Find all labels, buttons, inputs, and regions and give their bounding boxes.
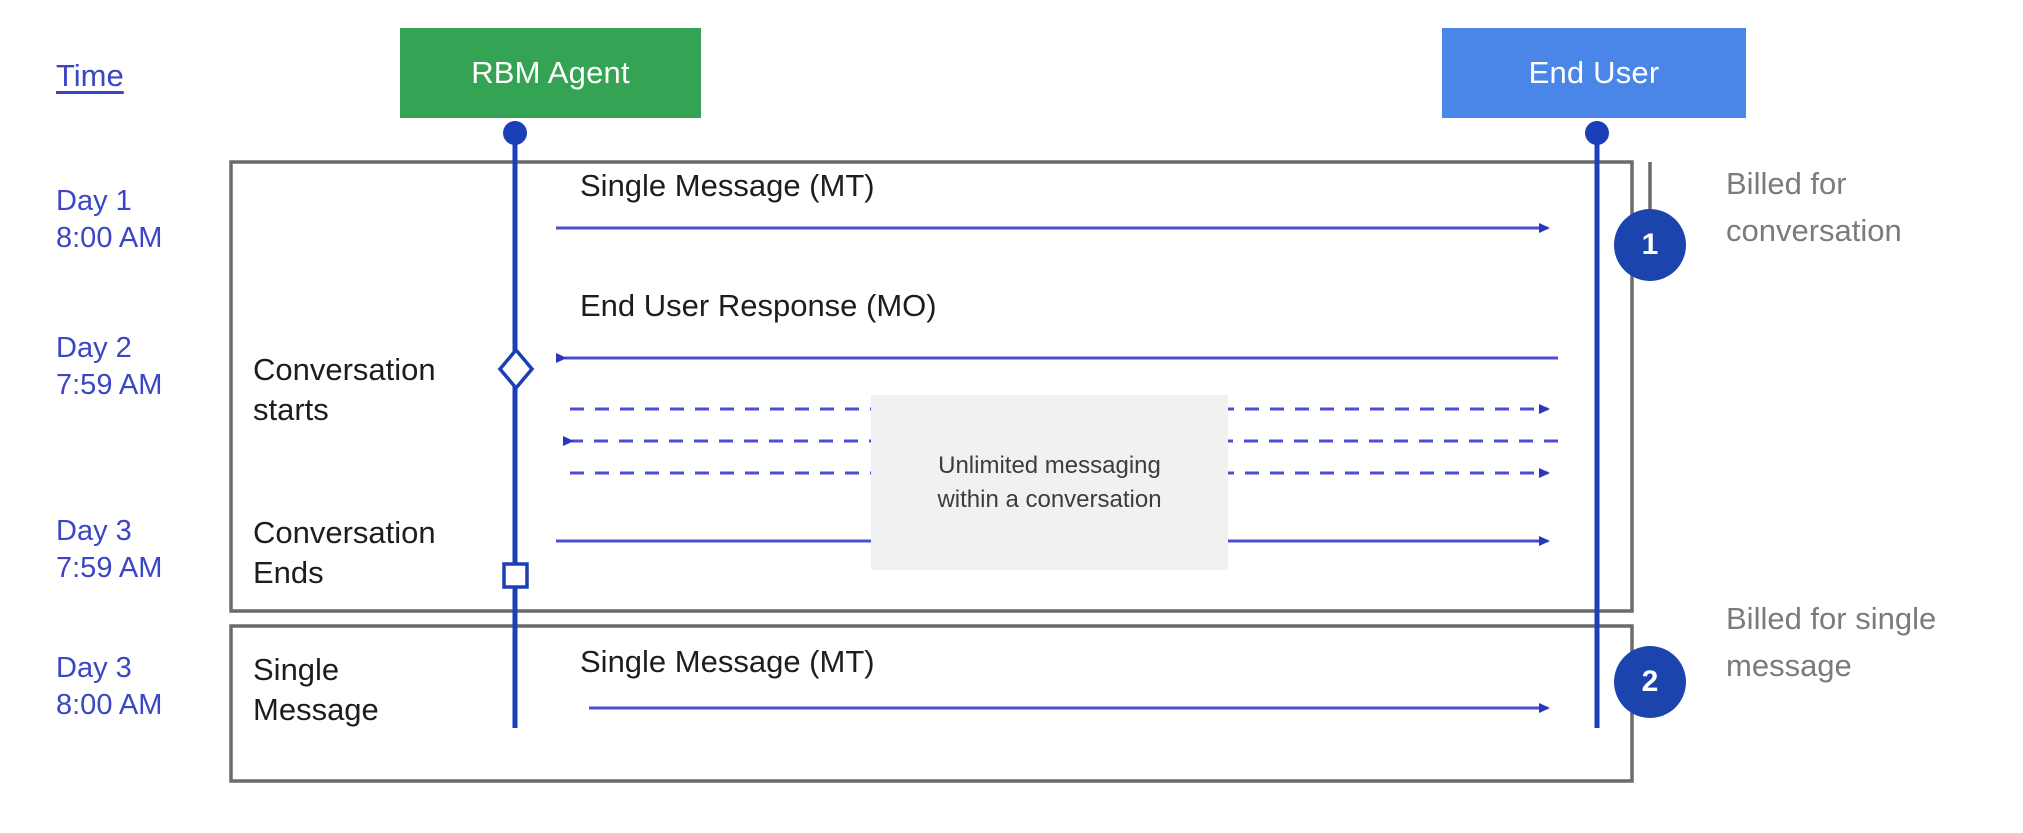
- time-entry-day2-759am: Day 2 7:59 AM: [56, 332, 163, 401]
- note-unlimited-messaging-text: Unlimited messaging within a conversatio…: [937, 451, 1162, 513]
- message-caption-mo-1: End User Response (MO): [580, 288, 937, 323]
- actor-end-user-label: End User: [1528, 55, 1660, 90]
- badge-1[interactable]: 1: [1614, 209, 1686, 281]
- message-caption-mt-2: Single Message (MT): [580, 644, 875, 679]
- actor-end-user[interactable]: End User: [1442, 28, 1746, 118]
- badge-1-number: 1: [1641, 228, 1659, 261]
- conversation-end-square: [502, 562, 529, 589]
- conversation-start-diamond: [497, 347, 535, 391]
- actor-rbm-agent-label: RBM Agent: [471, 55, 630, 90]
- time-entry-day3-8am: Day 3 8:00 AM: [56, 652, 163, 721]
- badge-2[interactable]: 2: [1614, 646, 1686, 718]
- time-column-header: Time: [56, 58, 124, 93]
- actor-rbm-agent[interactable]: RBM Agent: [400, 28, 701, 118]
- stage-label-conversation-ends: Conversation Ends: [253, 515, 436, 590]
- stage-label-single-message: Single Message: [253, 652, 379, 727]
- badge-2-note: Billed for single message: [1726, 601, 1937, 683]
- badge-1-note: Billed for conversation: [1726, 166, 1902, 248]
- time-entry-day3-759am: Day 3 7:59 AM: [56, 515, 163, 584]
- lifeline-head-rbm-agent: [503, 121, 527, 145]
- conversation-panel: [229, 160, 1634, 613]
- time-entry-day1-8am: Day 1 8:00 AM: [56, 185, 163, 254]
- badge-2-number: 2: [1641, 665, 1659, 698]
- message-caption-mt-1: Single Message (MT): [580, 168, 875, 203]
- stage-label-conversation-starts: Conversation starts: [253, 352, 436, 427]
- note-unlimited-messaging: Unlimited messaging within a conversatio…: [871, 395, 1228, 570]
- single-message-panel: [229, 624, 1634, 783]
- lifeline-head-end-user: [1585, 121, 1609, 145]
